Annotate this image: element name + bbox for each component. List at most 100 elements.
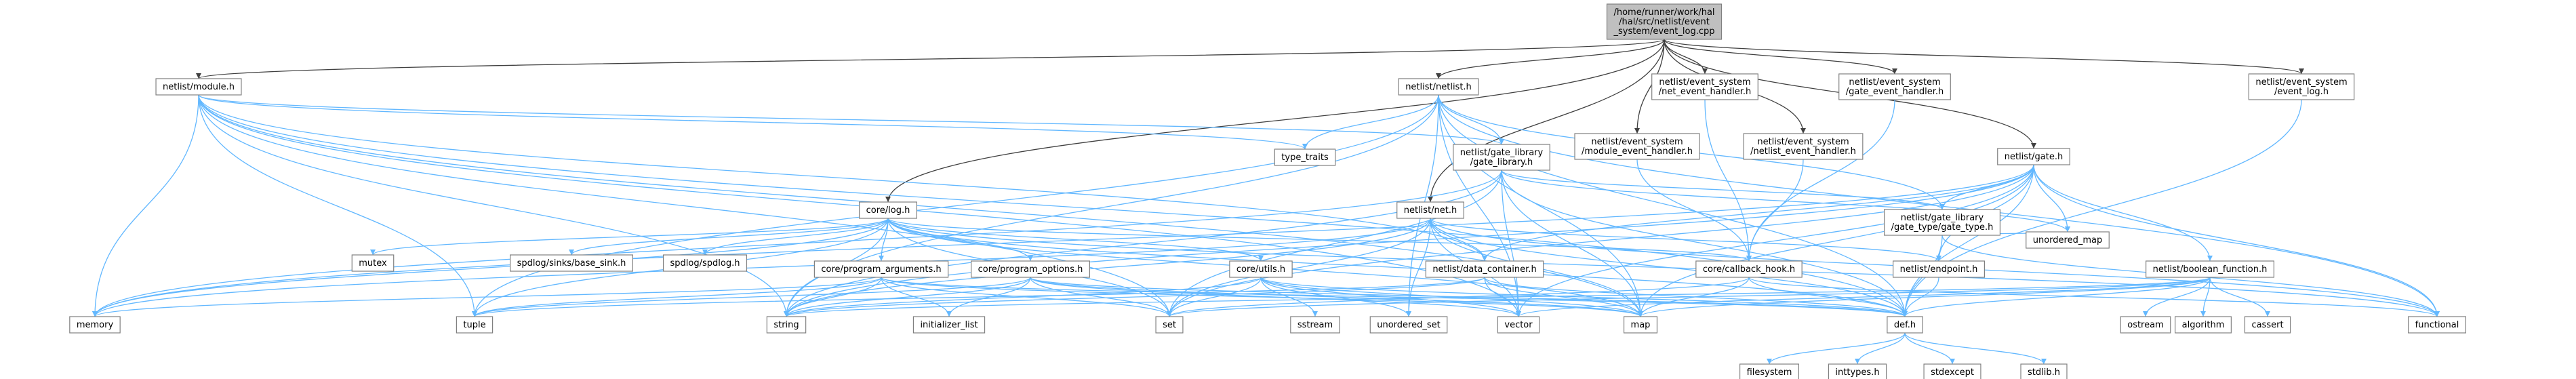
node-string[interactable]: string — [766, 316, 807, 334]
node-gate-type-h[interactable]: netlist/gate_library/gate_type/gate_type… — [1883, 209, 2001, 236]
edge-data_container_h-to-string — [786, 277, 1485, 317]
arrowhead-def_h-to-stdexcept — [1950, 359, 1955, 364]
node-map[interactable]: map — [1623, 316, 1658, 334]
node-root[interactable]: /home/runner/work/hal/hal/src/netlist/ev… — [1606, 3, 1723, 40]
node-gate-h[interactable]: netlist/gate.h — [1997, 148, 2070, 165]
edge-netlist_event_handler_h-to-callback_hook_h — [1748, 159, 1804, 262]
edge-module_h-to-type_traits — [198, 94, 1306, 150]
node-stdlib-h[interactable]: stdlib.h — [2020, 363, 2068, 379]
node-netlist-h[interactable]: netlist/netlist.h — [1398, 78, 1479, 96]
node-algorithm[interactable]: algorithm — [2175, 316, 2232, 334]
edge-root-to-gate_event_handler_h — [1664, 39, 1895, 75]
node-spdlog-h[interactable]: spdlog/spdlog.h — [662, 254, 748, 272]
arrowhead-root-to-net_event_handler_h — [1702, 68, 1708, 74]
arrowhead-def_h-to-stdlib_h — [2041, 359, 2047, 364]
edge-net_h-to-def_h — [1430, 218, 1906, 317]
node-tuple[interactable]: tuple — [456, 316, 494, 334]
node-label: core/utils.h — [1236, 264, 1285, 275]
edge-gate_h-to-functional — [2033, 164, 2438, 317]
node-label: netlist/data_container.h — [1432, 264, 1536, 275]
node-base-sink-h[interactable]: spdlog/sinks/base_sink.h — [510, 254, 633, 272]
node-gate-event-handler-h[interactable]: netlist/event_system/gate_event_handler.… — [1838, 73, 1951, 100]
node-netlist-event-handler-h[interactable]: netlist/event_system/netlist_event_handl… — [1743, 133, 1864, 160]
arrowhead-def_h-to-inttypes_h — [1855, 359, 1860, 364]
node-endpoint-h[interactable]: netlist/endpoint.h — [1892, 260, 1986, 278]
edge-root-to-module_event_handler_h — [1636, 39, 1665, 134]
arrowhead-boolean_function_h-to-map — [1638, 311, 1643, 317]
arrowhead-log_h-to-program_arguments_h — [879, 256, 884, 261]
node-box — [1743, 133, 1864, 160]
node-program-arguments-h[interactable]: core/program_arguments.h — [813, 260, 949, 278]
node-box — [510, 254, 633, 272]
node-net-event-handler-h[interactable]: netlist/event_system/net_event_handler.h — [1651, 73, 1758, 100]
arrowhead-root-to-module_event_handler_h — [1634, 128, 1640, 134]
edge-net_h-to-string — [786, 218, 1431, 317]
node-filesystem[interactable]: filesystem — [1739, 363, 1799, 379]
edge-log_h-to-callback_hook_h — [887, 218, 1750, 262]
node-box — [1828, 363, 1887, 379]
edge-boolean_function_h-to-def_h — [1904, 277, 2211, 317]
node-utils-h[interactable]: core/utils.h — [1229, 260, 1293, 278]
node-cassert[interactable]: cassert — [2244, 316, 2291, 334]
node-data-container-h[interactable]: netlist/data_container.h — [1425, 260, 1544, 278]
node-label: cassert — [2251, 320, 2283, 330]
node-box — [1887, 316, 1923, 334]
node-module-event-handler-h[interactable]: netlist/event_system/module_event_handle… — [1574, 133, 1700, 160]
edge-data_container_h-to-tuple — [474, 277, 1485, 317]
node-functional[interactable]: functional — [2408, 316, 2466, 334]
node-box — [1838, 73, 1951, 100]
node-inttypes-h[interactable]: inttypes.h — [1828, 363, 1887, 379]
node-initializer-list[interactable]: initializer_list — [912, 316, 986, 334]
edge-program_options_h-to-tuple — [474, 277, 1031, 317]
arrowhead-callback_hook_h-to-functional — [2434, 311, 2440, 317]
node-gate-library-h[interactable]: netlist/gate_library/gate_library.h — [1453, 144, 1550, 171]
edge-boolean_function_h-to-vector — [1518, 277, 2211, 317]
edge-gate_h-to-def_h — [1904, 164, 2034, 317]
node-vector[interactable]: vector — [1497, 316, 1540, 334]
node-label: mutex — [359, 258, 387, 268]
node-label: ostream — [2127, 320, 2164, 330]
node-memory[interactable]: memory — [69, 316, 121, 334]
node-type-traits[interactable]: type_traits — [1274, 148, 1336, 166]
node-label: /event_log.h — [2274, 87, 2329, 97]
node-box — [1739, 363, 1799, 379]
edge-program_arguments_h-to-map — [881, 277, 1641, 317]
node-box — [971, 260, 1090, 278]
node-callback-hook-h[interactable]: core/callback_hook.h — [1695, 260, 1803, 278]
edge-boolean_function_h-to-cassert — [2209, 277, 2268, 317]
node-unordered-map[interactable]: unordered_map — [2026, 231, 2110, 249]
node-stdexcept[interactable]: stdexcept — [1923, 363, 1981, 379]
node-set[interactable]: set — [1155, 316, 1184, 334]
edge-data_container_h-to-map — [1484, 277, 1641, 317]
edge-gate_h-to-map — [1640, 164, 2034, 317]
edge-module_h-to-vector — [198, 94, 1519, 317]
arrowhead-log_h-to-spdlog_h — [702, 250, 708, 255]
edge-netlist_h-to-functional — [1438, 94, 2438, 317]
edge-root-to-log_h — [887, 39, 1665, 203]
node-ostream[interactable]: ostream — [2120, 316, 2171, 334]
edge-module_h-to-set — [198, 94, 1170, 317]
node-event-log-h[interactable]: netlist/event_system/event_log.h — [2248, 73, 2355, 100]
node-program-options-h[interactable]: core/program_options.h — [971, 260, 1090, 278]
node-unordered-set[interactable]: unordered_set — [1369, 316, 1448, 334]
node-def-h[interactable]: def.h — [1887, 316, 1923, 334]
node-label: /module_event_handler.h — [1582, 146, 1693, 157]
node-module-h[interactable]: netlist/module.h — [155, 78, 242, 96]
edge-log_h-to-memory — [94, 218, 889, 317]
node-mutex[interactable]: mutex — [351, 254, 395, 272]
node-label: stdlib.h — [2028, 367, 2060, 378]
node-box — [1623, 316, 1658, 334]
node-sstream[interactable]: sstream — [1290, 316, 1340, 334]
edge-callback_hook_h-to-def_h — [1748, 277, 1906, 317]
node-log-h[interactable]: core/log.h — [859, 201, 917, 219]
node-boolean-function-h[interactable]: netlist/boolean_function.h — [2146, 260, 2274, 278]
node-box — [1396, 201, 1464, 219]
edge-module_h-to-memory — [94, 94, 199, 317]
node-label: core/callback_hook.h — [1703, 264, 1795, 275]
node-net-h[interactable]: netlist/net.h — [1396, 201, 1464, 219]
edge-root-to-module_h — [198, 39, 1665, 79]
node-label: /net_event_handler.h — [1659, 87, 1752, 97]
arrowhead-root-to-gate_event_handler_h — [1892, 68, 1897, 74]
node-box — [69, 316, 121, 334]
